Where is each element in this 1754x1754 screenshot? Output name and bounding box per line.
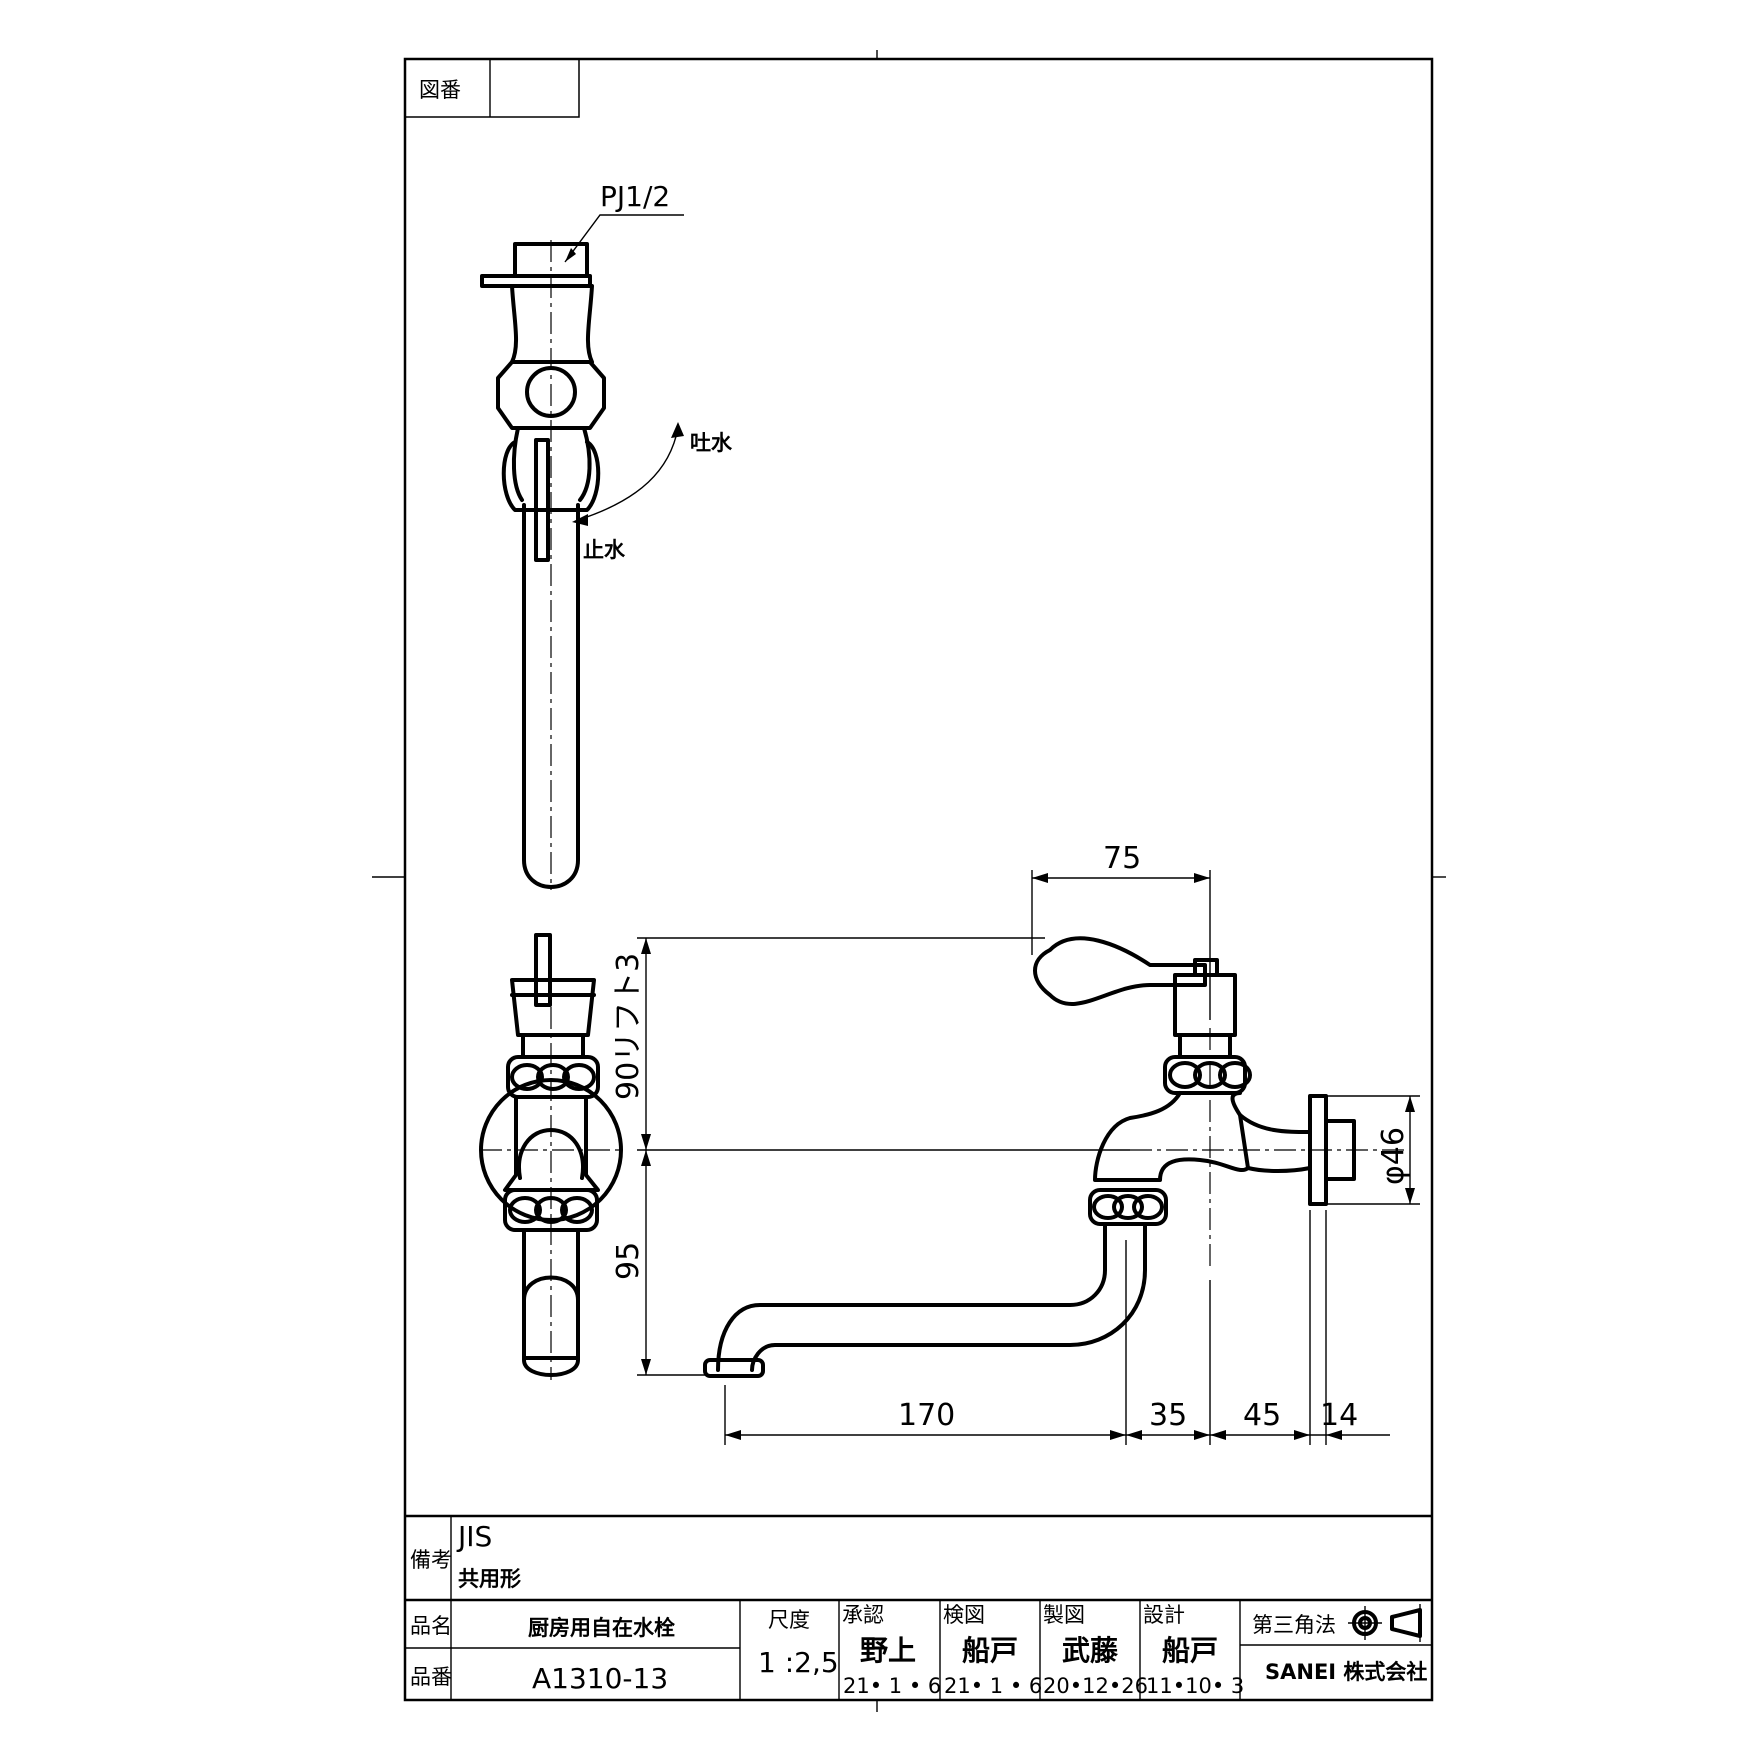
dim-lift-height: 90リフト3 bbox=[611, 953, 646, 1100]
checked-date: 21• 1 • 6 bbox=[944, 1674, 1042, 1698]
name-label: 品名 bbox=[410, 1614, 452, 1638]
dimension-lines: 75 90リフト3 95 170 35 45 14 φ46 bbox=[611, 841, 1420, 1445]
front-view bbox=[479, 933, 623, 1380]
side-view bbox=[703, 936, 1405, 1378]
designed-name: 船戸 bbox=[1162, 1634, 1218, 1667]
approved-date: 21• 1 • 6 bbox=[843, 1674, 941, 1698]
drawing-number-label: 図番 bbox=[419, 78, 461, 102]
approved-label: 承認 bbox=[842, 1603, 884, 1627]
scale-label: 尺度 bbox=[768, 1608, 810, 1632]
dim-flange-thickness: 14 bbox=[1320, 1398, 1358, 1433]
title-block: 備考 JIS 共用形 品名 厨房用自在水栓 品番 A1310-13 尺度 1 :… bbox=[405, 1514, 1432, 1700]
designed-date: 11•10• 3 bbox=[1146, 1674, 1244, 1698]
dim-spout-height: 95 bbox=[611, 1242, 646, 1280]
checked-label: 検図 bbox=[943, 1603, 985, 1627]
third-angle-projection-icon bbox=[1348, 1604, 1422, 1642]
remarks-label: 備考 bbox=[410, 1548, 452, 1572]
dim-handle-width: 75 bbox=[1103, 841, 1141, 876]
dim-body-to-flange: 45 bbox=[1243, 1398, 1281, 1433]
dim-flange-diameter: φ46 bbox=[1376, 1127, 1411, 1185]
approved-name: 野上 bbox=[860, 1634, 916, 1667]
projection-label: 第三角法 bbox=[1252, 1613, 1336, 1637]
open-label: 吐水 bbox=[690, 431, 733, 455]
drawing-frame bbox=[403, 57, 1434, 1702]
company-name: SANEI 株式会社 bbox=[1265, 1660, 1427, 1684]
top-view: PJ1/2 吐水 止水 bbox=[480, 180, 733, 890]
checked-name: 船戸 bbox=[962, 1634, 1018, 1667]
remarks-line1: JIS bbox=[456, 1520, 492, 1553]
drafted-date: 20•12•26 bbox=[1043, 1674, 1148, 1698]
dim-body-offset: 35 bbox=[1149, 1398, 1187, 1433]
remarks-line2: 共用形 bbox=[458, 1567, 521, 1591]
number-value: A1310-13 bbox=[532, 1662, 668, 1695]
drafted-name: 武藤 bbox=[1062, 1634, 1119, 1667]
number-label: 品番 bbox=[410, 1665, 452, 1689]
name-value: 厨房用自在水栓 bbox=[528, 1616, 675, 1640]
drafted-label: 製図 bbox=[1043, 1603, 1085, 1627]
scale-value: 1 :2,5 bbox=[758, 1646, 839, 1679]
thread-label: PJ1/2 bbox=[600, 180, 670, 213]
close-label: 止水 bbox=[583, 538, 626, 562]
designed-label: 設計 bbox=[1143, 1603, 1185, 1627]
drawing-number-box: 図番 bbox=[404, 58, 580, 118]
dim-spout-length: 170 bbox=[898, 1398, 955, 1433]
